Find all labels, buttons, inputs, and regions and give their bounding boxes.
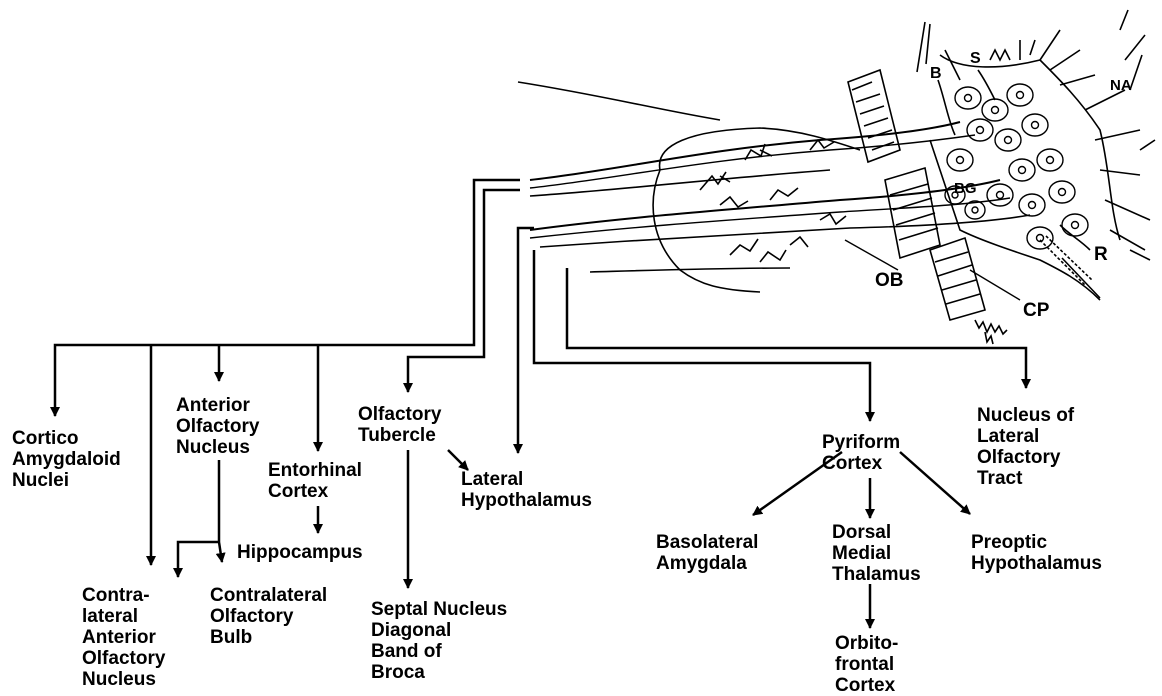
label-contralateral-anterior-olfactory-nucleus: Contra- lateral Anterior Olfactory Nucle… [82, 585, 165, 690]
label-b: B [930, 65, 942, 83]
olfactory-anatomy-illustration [518, 10, 1155, 344]
label-olfactory-tubercle: Olfactory Tubercle [358, 404, 441, 446]
label-nucleus-lateral-olfactory-tract: Nucleus of Lateral Olfactory Tract [977, 405, 1074, 489]
label-basolateral-amygdala: Basolateral Amygdala [656, 532, 758, 574]
label-ob: OB [875, 270, 904, 292]
label-entorhinal-cortex: Entorhinal Cortex [268, 460, 362, 502]
arrow-aon-to-contra-aon [178, 542, 219, 577]
arrow-pyriform-to-preoptic [900, 452, 970, 514]
label-septal-nucleus-diagonal-band: Septal Nucleus Diagonal Band of Broca [371, 599, 507, 683]
label-orbitofrontal-cortex: Orbito- frontal Cortex [835, 633, 898, 696]
label-preoptic-hypothalamus: Preoptic Hypothalamus [971, 532, 1102, 574]
label-r: R [1094, 244, 1108, 266]
label-contralateral-olfactory-bulb: Contralateral Olfactory Bulb [210, 585, 327, 648]
label-s: S [970, 50, 981, 68]
label-cp: CP [1023, 300, 1049, 322]
label-dorsal-medial-thalamus: Dorsal Medial Thalamus [832, 522, 921, 585]
label-na: NA [1110, 77, 1132, 94]
label-bg: BG [954, 180, 977, 197]
label-cortico-amygdaloid-nuclei: Cortico Amygdaloid Nuclei [12, 428, 121, 491]
arrow-aon-to-contra-bulb [219, 460, 222, 562]
arrow-tubercle-to-lateral-hypo [448, 450, 468, 470]
label-anterior-olfactory-nucleus: Anterior Olfactory Nucleus [176, 395, 259, 458]
label-pyriform-cortex: Pyriform Cortex [822, 432, 900, 474]
label-hippocampus: Hippocampus [237, 542, 363, 563]
label-lateral-hypothalamus: Lateral Hypothalamus [461, 469, 592, 511]
